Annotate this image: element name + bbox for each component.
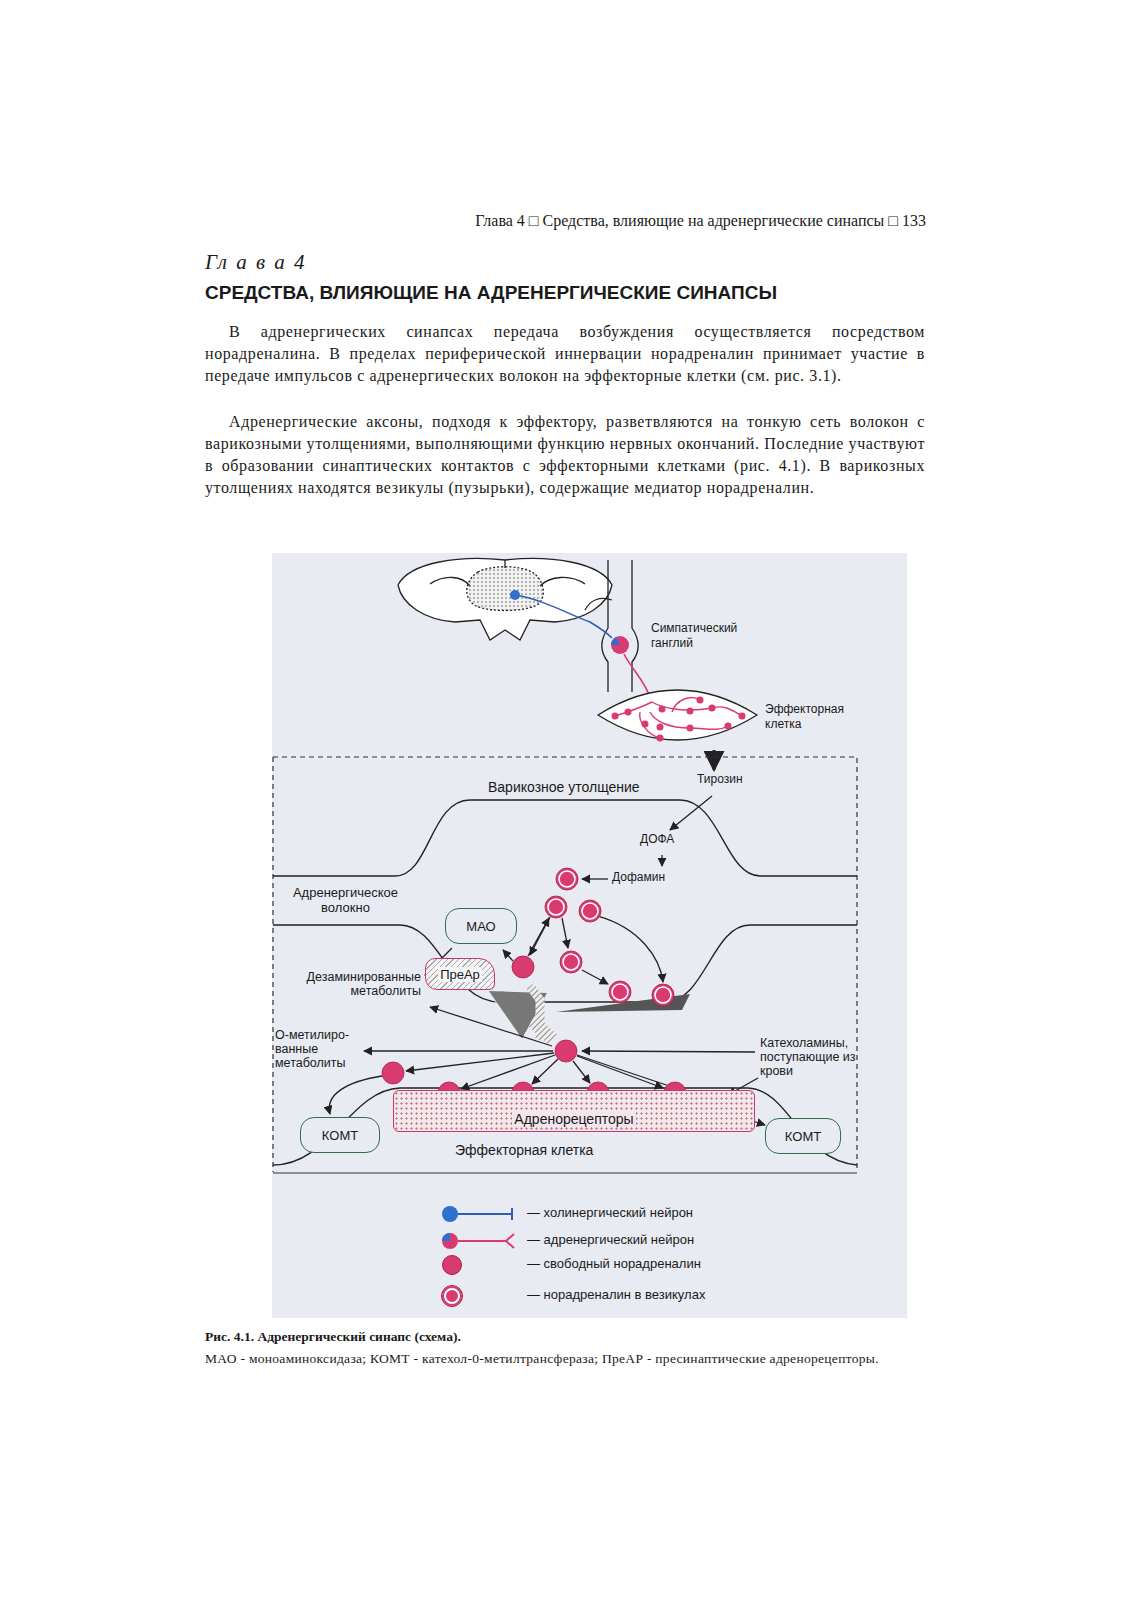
enzyme-box: КОМТ: [300, 1117, 380, 1153]
noradrenaline-dot: [545, 896, 567, 918]
body-paragraph: Адренергические аксоны, подходя к эффект…: [205, 411, 925, 499]
ganglion-neuron: [611, 636, 629, 654]
diagram-label: Тирозин: [697, 772, 777, 787]
node-label: КОМТ: [783, 1129, 823, 1144]
receptor-band: Адренорецепторы: [393, 1090, 755, 1132]
reuptake-arrow: [498, 996, 553, 1040]
body-paragraph: В адренергических синапсах передача возб…: [205, 321, 925, 387]
noradrenaline-dot: [512, 956, 534, 978]
caption-note: МАО - моноаминоксидаза; КОМТ - катехол-0…: [205, 1349, 925, 1369]
diagram-label: Варикозное утолщение: [488, 778, 668, 796]
membranes: [273, 800, 857, 1165]
sympathetic-trunk: [585, 560, 638, 692]
enzyme-box: МАО: [445, 908, 517, 944]
node-label: ПреАр: [438, 967, 482, 982]
zoom-frame: [273, 757, 857, 1173]
reuptake-arrow: [530, 986, 540, 1040]
diagram-label: О-метилиро- ванные метаболиты: [275, 1028, 359, 1070]
cholinergic-fiber: [515, 595, 612, 638]
noradrenaline-dot: [609, 981, 631, 1003]
diagram-label: ДОФА: [640, 832, 700, 847]
legend-text: — свободный норадреналин: [527, 1256, 787, 1272]
figure-caption: Рис. 4.1. Адренергический синапс (схема)…: [205, 1328, 925, 1345]
flow-arrows: [329, 796, 765, 1125]
legend-text: — норадреналин в везикулах: [527, 1287, 787, 1303]
enzyme-box: КОМТ: [765, 1118, 841, 1154]
varicosities: [612, 697, 746, 742]
varicose-network: [615, 698, 742, 738]
diagram-label: Эффекторная клетка: [765, 702, 855, 732]
presynaptic-receptor: ПреАр: [425, 958, 495, 990]
diagram-label: Дезаминированные метаболиты: [281, 970, 421, 998]
legend-swatch: [442, 1255, 462, 1275]
noradrenaline-dot: [556, 868, 578, 890]
spinal-cord: [398, 558, 612, 640]
node-label: КОМТ: [320, 1128, 360, 1143]
noradrenaline-dot: [560, 951, 582, 973]
effector-cell: [598, 690, 757, 740]
legend-text: — холинергический нейрон: [527, 1205, 787, 1221]
noradrenaline-dot: [652, 984, 674, 1006]
diagram-label: Дофамин: [612, 870, 687, 885]
chapter-number: Гл а в а 4: [205, 249, 505, 275]
figure-ground: [272, 553, 907, 1318]
chapter-title: СРЕДСТВА, ВЛИЯЮЩИЕ НА АДРЕНЕРГИЧЕСКИЕ СИ…: [205, 281, 965, 305]
running-header: Глава 4 □ Средства, влияющие на адренерг…: [360, 211, 926, 231]
diagram-label: Эффекторная клетка: [455, 1141, 635, 1159]
legend-samples: [442, 1206, 514, 1249]
noradrenaline-dot: [382, 1062, 404, 1084]
diagram-label: Катехоламины, поступающие из крови: [760, 1036, 856, 1078]
diagram-label: Адренергическое волокно: [283, 885, 408, 915]
legend-swatch: [441, 1285, 463, 1307]
node-label: МАО: [464, 919, 497, 934]
node-label: Адренорецепторы: [512, 1111, 635, 1127]
noradrenaline-dot: [555, 1040, 577, 1062]
cholinergic-neuron: [510, 590, 520, 600]
noradrenaline-dot: [579, 900, 601, 922]
diagram-label: Симпатический ганглий: [651, 621, 751, 651]
legend-text: — адренергический нейрон: [527, 1232, 787, 1248]
zoom-arrow: [713, 750, 716, 770]
